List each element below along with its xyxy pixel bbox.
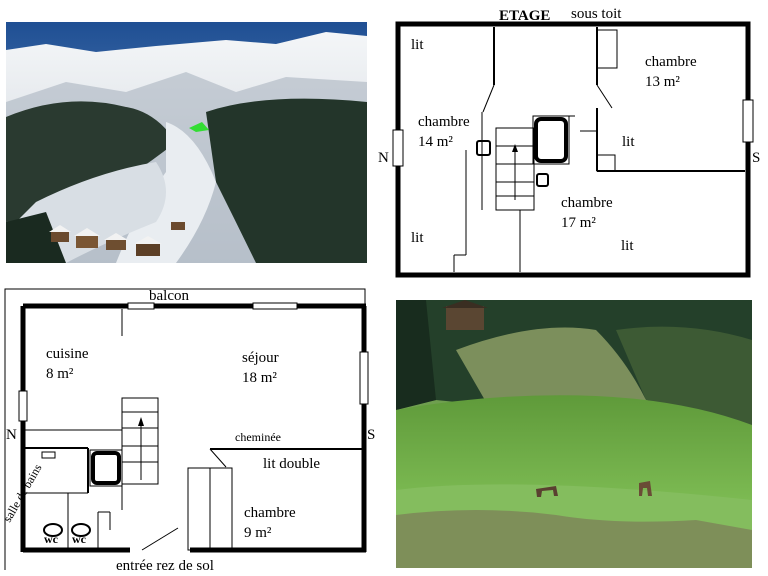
room-c-name: chambre	[561, 195, 613, 211]
ground-floor-plan	[4, 288, 369, 570]
room-b-name: chambre	[645, 54, 697, 70]
room-c-area: 17 m²	[561, 215, 596, 231]
entrance-label: entrée rez de sol	[116, 558, 214, 574]
upper-floor-plan	[392, 21, 754, 278]
upper-bed-label-2: lit	[622, 134, 635, 150]
ground-compass-north: N	[6, 427, 17, 443]
winter-mountain-photo	[6, 22, 367, 263]
balcony-label: balcon	[149, 288, 189, 304]
upper-floor-subtitle: sous toit	[571, 6, 622, 22]
upper-floor-title: ETAGE	[499, 8, 551, 24]
upper-bed-label-4: lit	[621, 238, 634, 254]
kitchen-name: cuisine	[46, 346, 89, 362]
upper-compass-south: S	[752, 150, 761, 166]
double-bed-label: lit double	[263, 456, 321, 472]
fireplace-label: cheminée	[235, 430, 281, 444]
kitchen-area: 8 m²	[46, 366, 74, 382]
upper-compass-north: N	[378, 150, 389, 166]
living-name: séjour	[242, 350, 279, 366]
room-b-area: 13 m²	[645, 74, 680, 90]
upper-bed-label-1: lit	[411, 37, 424, 53]
wc-label-2: wc	[72, 532, 86, 546]
location-marker-icon	[189, 122, 209, 132]
wc-label-1: wc	[44, 532, 58, 546]
bedroom-name: chambre	[244, 505, 296, 521]
bedroom-area: 9 m²	[244, 525, 272, 541]
upper-bed-label-3: lit	[411, 230, 424, 246]
ground-compass-south: S	[367, 427, 376, 443]
summer-meadow-photo	[396, 300, 752, 568]
room-a-name: chambre	[418, 114, 470, 130]
room-a-area: 14 m²	[418, 134, 453, 150]
living-area: 18 m²	[242, 370, 277, 386]
